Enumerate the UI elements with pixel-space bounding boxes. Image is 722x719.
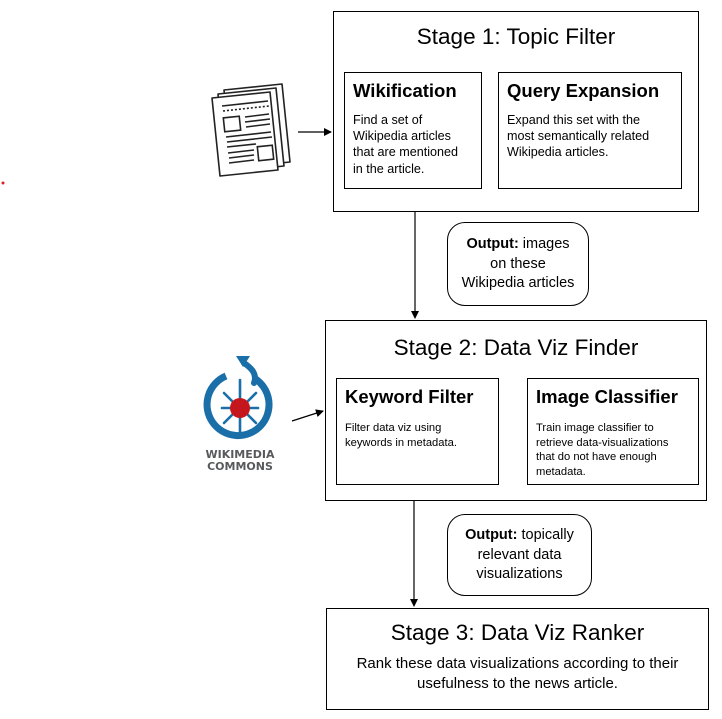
query-expansion-title: Query Expansion <box>507 80 660 101</box>
stage1-box: Stage 1: Topic Filter Wikification Find … <box>333 11 699 212</box>
query-expansion-box: Query Expansion Expand this set with the… <box>498 72 682 189</box>
wikimedia-wordmark-line1: WIKIMEDIA <box>205 448 275 461</box>
query-expansion-desc: Expand this set with the most semantical… <box>507 113 650 160</box>
wikification-desc: Find a set of Wikipedia articles that ar… <box>353 113 459 176</box>
stage2-title: Stage 2: Data Viz Finder <box>393 335 639 360</box>
output2-note: Output: topically relevant data visualiz… <box>447 514 592 596</box>
red-dot <box>1 181 5 185</box>
wikification-title: Wikification <box>353 80 457 101</box>
keyword-filter-title: Keyword Filter <box>345 386 474 407</box>
image-classifier-title: Image Classifier <box>536 386 678 407</box>
wikification-box: Wikification Find a set of Wikipedia art… <box>344 72 482 189</box>
keyword-filter-box: Keyword Filter Filter data viz using key… <box>336 378 499 485</box>
wikimedia-commons-logo: WIKIMEDIA COMMONS <box>203 356 275 473</box>
output1-note: Output: images on these Wikipedia articl… <box>447 222 589 306</box>
image-classifier-desc: Train image classifier to retrieve data-… <box>536 422 669 478</box>
newspaper-icon <box>211 83 291 177</box>
image-classifier-box: Image Classifier Train image classifier … <box>527 378 699 485</box>
wikimedia-wordmark-line2: COMMONS <box>207 460 273 473</box>
keyword-filter-desc: Filter data viz using keywords in metada… <box>345 422 457 449</box>
arrow-commons-to-stage2 <box>291 409 324 422</box>
stage3-desc: Rank these data visualizations according… <box>356 655 679 692</box>
stage3-title: Stage 3: Data Viz Ranker <box>390 620 645 645</box>
stage1-title: Stage 1: Topic Filter <box>416 24 616 49</box>
stage2-box: Stage 2: Data Viz Finder Keyword Filter … <box>325 320 707 501</box>
stage3-box: Stage 3: Data Viz Ranker Rank these data… <box>326 608 709 710</box>
